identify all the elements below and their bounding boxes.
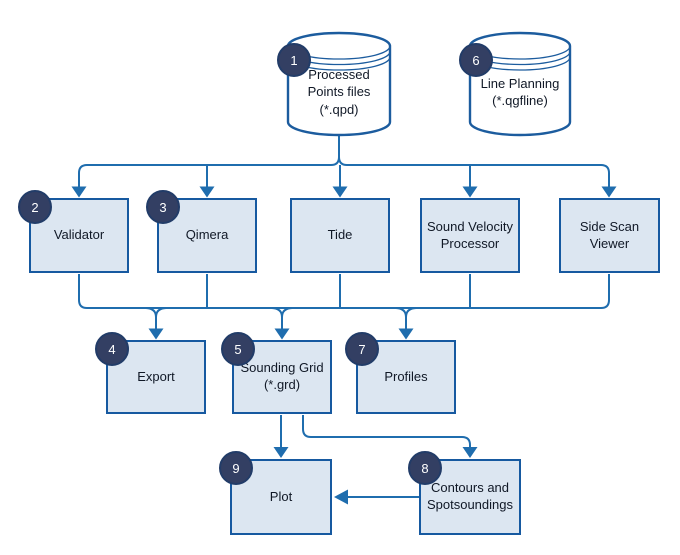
arrow-down-icon: [199, 186, 215, 198]
contours-spotsoundings-label: Contours and Spotsoundings: [426, 480, 513, 512]
badge-step-9: 9: [219, 451, 253, 485]
profiles-label: Profiles: [384, 368, 428, 384]
badge-step-1: 1: [277, 43, 311, 77]
node-tide: Tide: [290, 198, 390, 273]
arrow-down-icon: [398, 328, 414, 340]
badge-step-7: 7: [345, 332, 379, 366]
node-sound-velocity-processor: Sound Velocity Processor: [420, 198, 520, 273]
cylinder-line-planning: [468, 31, 572, 137]
badge-step-6: 6: [459, 43, 493, 77]
arrow-down-icon: [148, 328, 164, 340]
badge-step-5: 5: [221, 332, 255, 366]
node-side-scan-viewer: Side Scan Viewer: [559, 198, 660, 273]
arrow-down-icon: [71, 186, 87, 198]
badge-step-3: 3: [146, 190, 180, 224]
node-qimera: Qimera: [157, 198, 257, 273]
arrow-down-icon: [462, 447, 478, 458]
validator-label: Validator: [53, 227, 105, 243]
arrow-down-icon: [601, 186, 617, 198]
badge-step-4: 4: [95, 332, 129, 366]
sounding-grid-label: Sounding Grid (*.grd): [240, 360, 324, 392]
arrow-left-icon: [334, 489, 348, 505]
arrow-down-icon: [462, 186, 478, 198]
edge-bottom: [273, 415, 478, 505]
node-line-planning-label: Line Planning (*.qgfline): [472, 60, 568, 124]
badge-step-2: 2: [18, 190, 52, 224]
arrow-down-icon: [274, 328, 290, 340]
side-scan-viewer-label: Side Scan Viewer: [579, 218, 640, 251]
edge-top-tree: [71, 135, 617, 198]
arrow-down-icon: [332, 186, 348, 198]
tide-label: Tide: [327, 227, 353, 243]
badge-step-8: 8: [408, 451, 442, 485]
node-validator: Validator: [29, 198, 129, 273]
arrow-down-icon: [273, 447, 289, 458]
export-label: Export: [137, 368, 175, 384]
qimera-label: Qimera: [185, 227, 229, 243]
node-sounding-grid: Sounding Grid (*.grd): [232, 340, 332, 414]
line-planning-text: Line Planning (*.qgfline): [480, 75, 560, 108]
processed-points-text: Processed Points files (*.qpd): [307, 67, 371, 117]
plot-label: Plot: [269, 488, 293, 504]
node-processed-points-label: Processed Points files (*.qpd): [291, 60, 387, 124]
sound-velocity-processor-label: Sound Velocity Processor: [426, 218, 513, 251]
edge-middle-bus: [78, 274, 610, 340]
